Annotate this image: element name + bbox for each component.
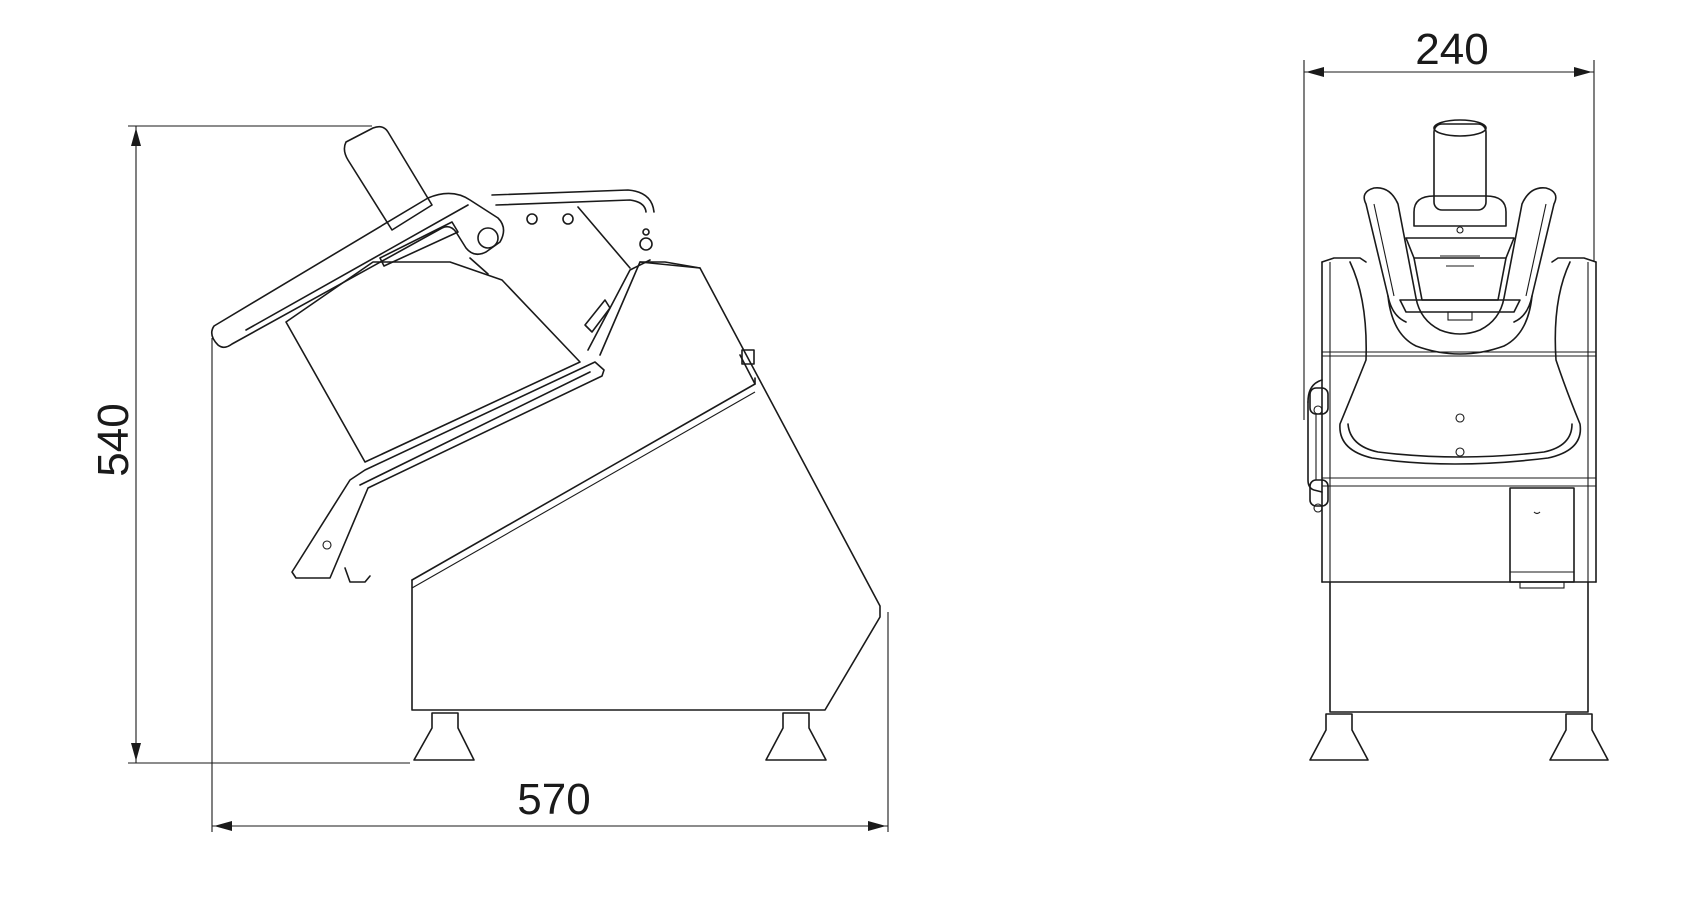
side-view-base <box>411 261 881 711</box>
side-view-feet <box>413 712 827 761</box>
front-view-feet <box>1309 713 1609 761</box>
side-view-feed-tube <box>343 125 433 231</box>
front-view-pusher-arms <box>1363 187 1557 355</box>
width-dimension: 240 <box>1303 25 1595 420</box>
side-view-lid <box>491 189 701 356</box>
height-dimension: 540 <box>89 125 410 764</box>
side-view <box>210 125 881 761</box>
front-view-base <box>1321 257 1597 713</box>
front-view-side-handle <box>1307 379 1329 513</box>
side-view-pusher-arm <box>210 192 505 349</box>
front-view-control-box <box>1509 487 1575 589</box>
height-value: 540 <box>89 403 138 476</box>
width-value: 240 <box>1415 25 1488 74</box>
depth-value: 570 <box>517 775 590 824</box>
front-view-hopper <box>1339 261 1582 465</box>
side-view-hopper <box>285 261 605 583</box>
front-view-feed-assembly <box>1399 119 1521 321</box>
front-view <box>1307 119 1609 761</box>
depth-dimension: 570 <box>211 338 889 832</box>
